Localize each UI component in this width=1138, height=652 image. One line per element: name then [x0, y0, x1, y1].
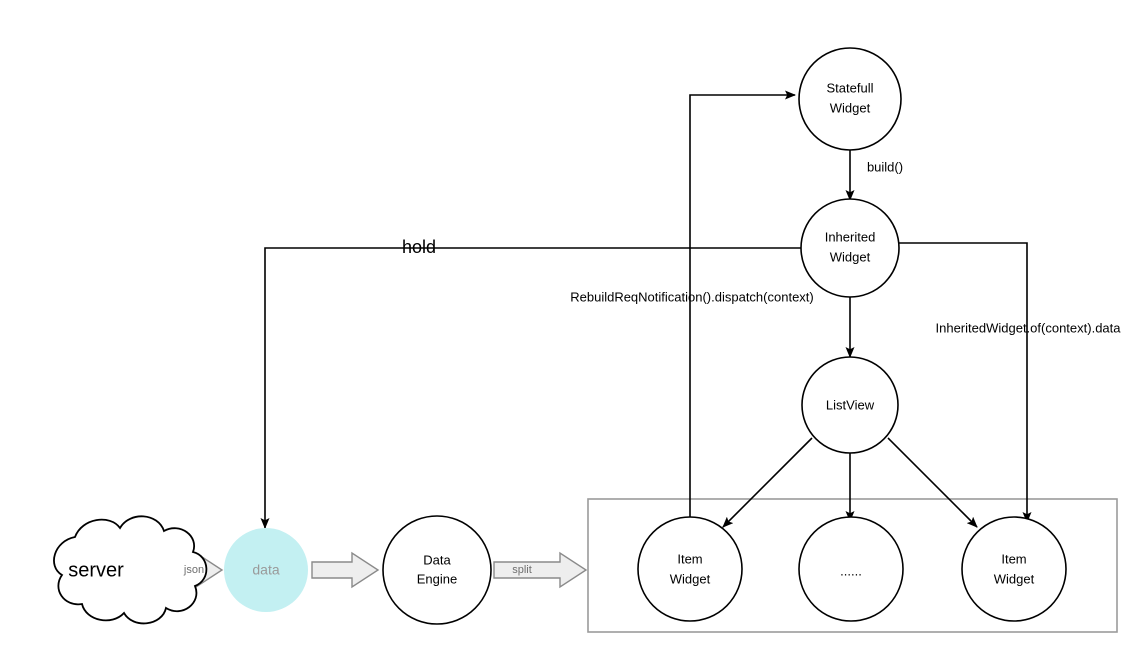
block-arrow-data-to-engine [311, 551, 380, 589]
node-item-widget-left-label-line2: Widget [670, 571, 711, 586]
edge-inherited-of-context [898, 242, 1032, 523]
edge-label-split: split [512, 564, 532, 576]
edge-rebuild-notification [689, 90, 796, 568]
edge-label-hold: hold [402, 237, 436, 257]
node-data-label: data [252, 562, 279, 578]
node-inherited-widget-label-line2: Widget [830, 249, 871, 264]
node-server[interactable]: server [53, 515, 208, 625]
node-statefull-widget-label-line2: Widget [830, 100, 871, 115]
node-statefull-widget-label-line1: Statefull [827, 80, 874, 95]
edge-label-json: json [183, 564, 204, 576]
node-inherited-widget-label-line1: Inherited [825, 229, 876, 244]
edge-label-inherited-of-context: InheritedWidget.of(context).data [936, 320, 1122, 335]
node-data-engine-label-line1: Data [423, 552, 451, 567]
edge-label-rebuild-notification: RebuildReqNotification().dispatch(contex… [570, 289, 814, 304]
node-item-widget-left[interactable]: Item Widget [637, 516, 743, 622]
node-item-widget-ellipsis[interactable]: ...... [798, 516, 904, 622]
node-server-label: server [68, 559, 124, 581]
node-item-widget-right[interactable]: Item Widget [961, 516, 1067, 622]
node-inherited-widget[interactable]: Inherited Widget [800, 198, 900, 298]
node-listview-label: ListView [826, 397, 875, 412]
edge-listview-to-item-right [887, 437, 978, 528]
node-data[interactable]: data [224, 528, 308, 612]
edge-label-build: build() [867, 159, 903, 174]
node-item-widget-ellipsis-label: ...... [840, 563, 862, 578]
edge-listview-to-item-left [722, 437, 813, 528]
block-arrow-split [493, 551, 588, 589]
item-widget-group-box [587, 498, 1118, 633]
node-item-widget-right-label-line2: Widget [994, 571, 1035, 586]
node-statefull-widget[interactable]: Statefull Widget [798, 47, 902, 151]
node-data-engine[interactable]: Data Engine [382, 515, 492, 625]
node-data-engine-label-line2: Engine [417, 571, 457, 586]
edge-hold [260, 247, 802, 529]
node-listview[interactable]: ListView [801, 356, 899, 454]
node-item-widget-right-label-line1: Item [1001, 551, 1026, 566]
node-item-widget-left-label-line1: Item [677, 551, 702, 566]
